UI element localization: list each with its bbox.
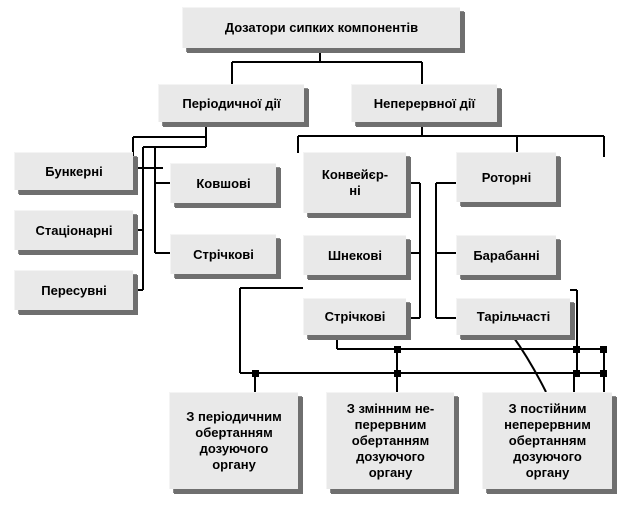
stationary-label: Стаціонарні [35, 222, 113, 238]
bunker-label: Бункерні [45, 163, 103, 179]
result-periodic-box: З періодичним обертанням дозуючого орган… [169, 392, 298, 489]
continuous-box: Неперервної дії [351, 84, 497, 122]
mobile-label: Пересувні [41, 282, 107, 298]
drum-box: Барабанні [456, 235, 556, 275]
screw-label: Шнекові [327, 247, 383, 263]
screw-box: Шнекові [303, 235, 406, 275]
belt-continuous-box: Стрічкові [303, 298, 406, 335]
disc-box: Тарільчасті [456, 298, 570, 335]
root-label: Дозатори сипких компонентів [224, 20, 419, 35]
result-variable-box: З змінним не- перервним обертанням дозую… [326, 392, 454, 489]
rotary-box: Роторні [456, 152, 556, 202]
conveyor-box: Конвейєр- ні [303, 152, 406, 213]
stationary-box: Стаціонарні [14, 210, 133, 250]
belt-periodic-label: Стрічкові [193, 246, 254, 262]
bunker-box: Бункерні [14, 152, 133, 190]
result-constant-label: З постійним неперервним обертанням дозую… [504, 401, 591, 480]
periodic-label: Періодичної дії [182, 95, 281, 111]
result-variable-label: З змінним не- перервним обертанням дозую… [346, 401, 435, 480]
rotary-label: Роторні [481, 169, 532, 185]
belt-periodic-box: Стрічкові [170, 234, 276, 274]
bucket-label: Ковшові [196, 175, 251, 191]
periodic-box: Періодичної дії [158, 84, 304, 122]
belt-continuous-label: Стрічкові [324, 309, 386, 324]
drum-label: Барабанні [473, 247, 540, 263]
disc-label: Тарільчасті [476, 309, 551, 324]
result-constant-box: З постійним неперервним обертанням дозую… [482, 392, 612, 489]
result-periodic-label: З періодичним обертанням дозуючого орган… [186, 409, 282, 472]
bucket-box: Ковшові [170, 163, 276, 203]
conveyor-label: Конвейєр- ні [321, 167, 389, 198]
mobile-box: Пересувні [14, 270, 133, 310]
continuous-label: Неперервної дії [373, 95, 476, 111]
root-box: Дозатори сипких компонентів [182, 7, 460, 48]
